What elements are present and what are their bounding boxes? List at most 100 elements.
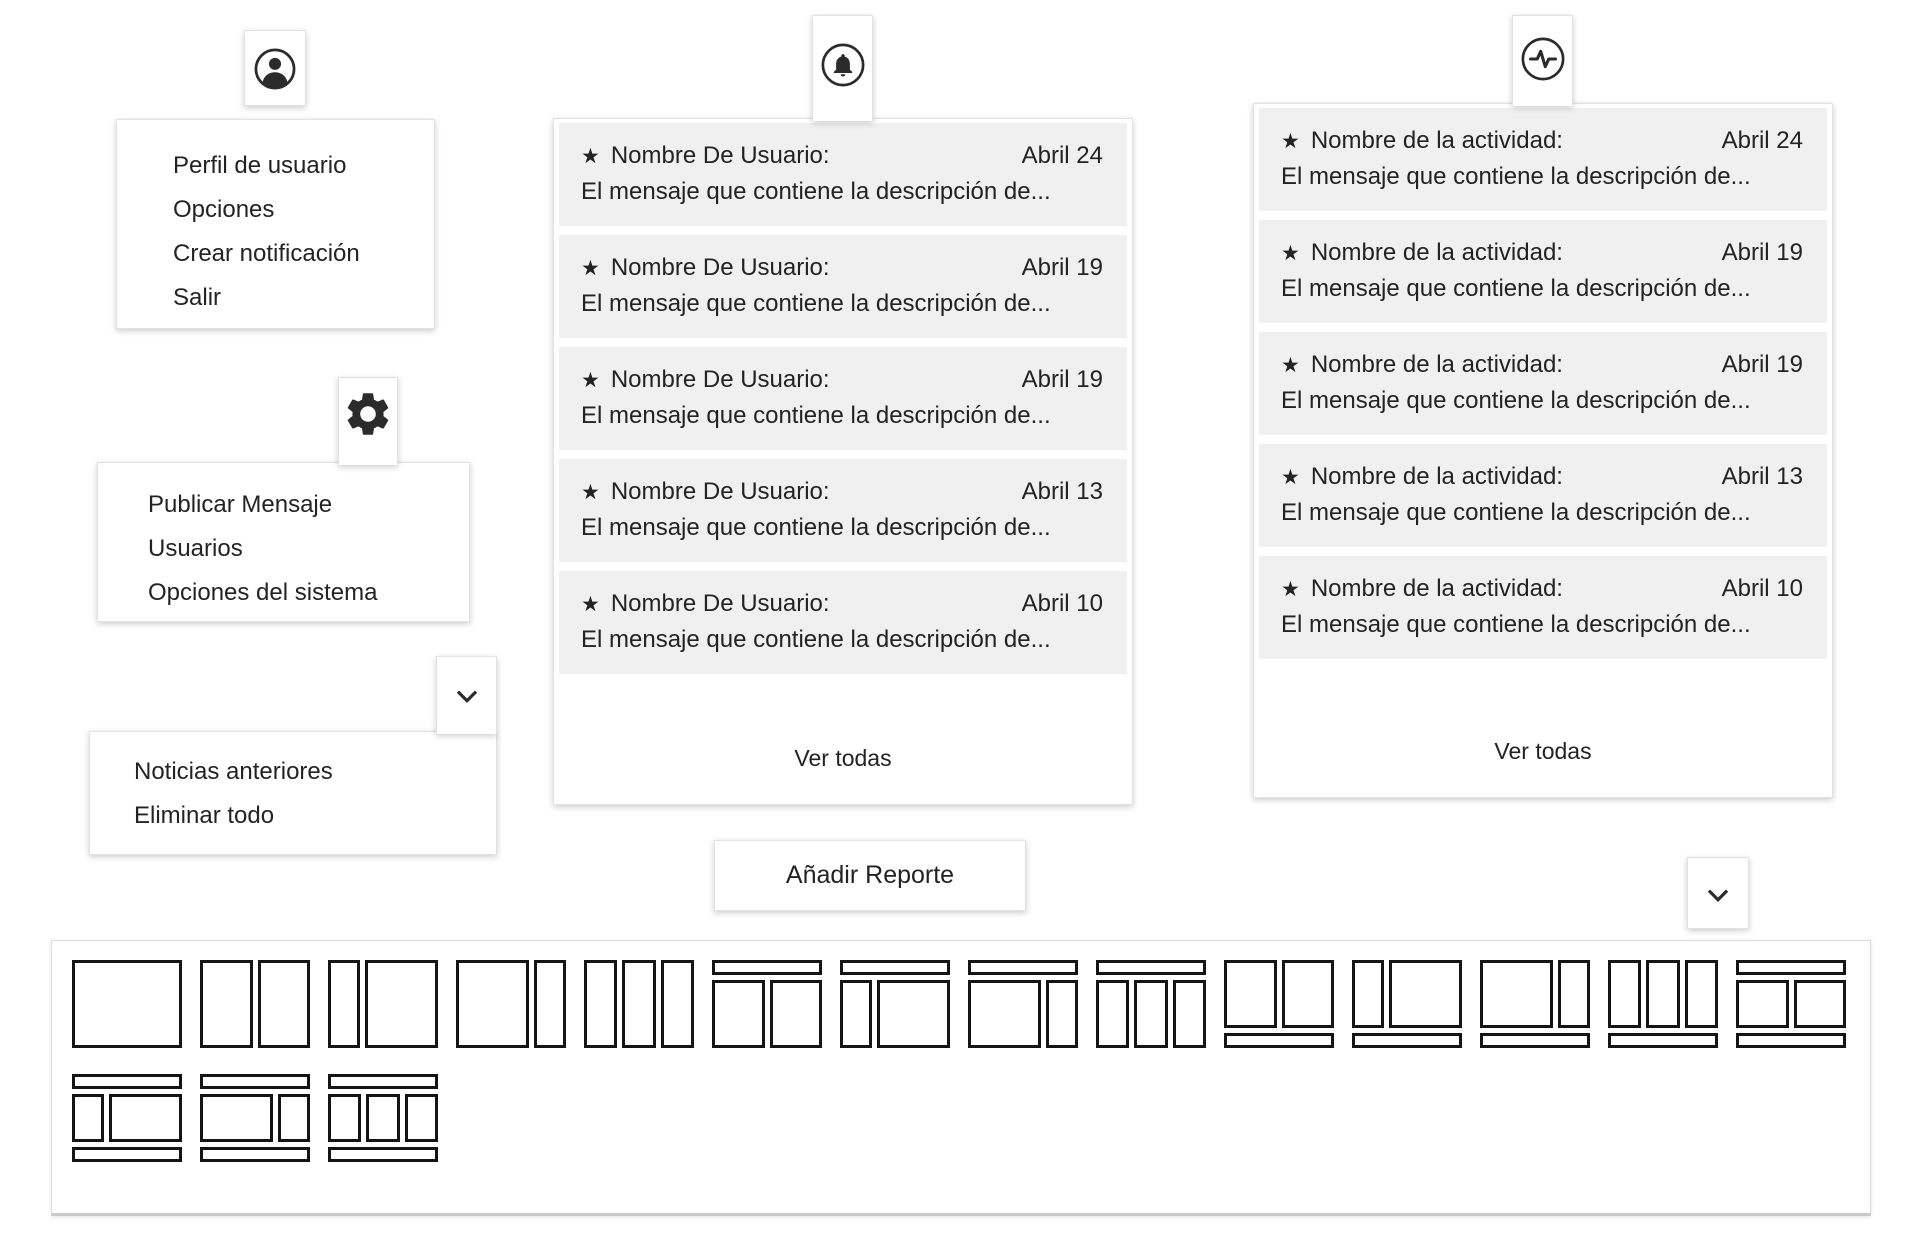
- item-title: Nombre de la actividad:: [1310, 463, 1563, 490]
- item-title: Nombre de la actividad:: [1310, 575, 1563, 602]
- layout-cell: [328, 1074, 438, 1089]
- item-message: El mensaje que contiene la descripción d…: [1281, 611, 1751, 638]
- layout-option-header-two-columns[interactable]: [712, 960, 822, 1048]
- layout-option-header-sidebar-left[interactable]: [840, 960, 950, 1048]
- layout-cell: [1134, 980, 1168, 1048]
- menu-item[interactable]: Opciones: [173, 196, 275, 223]
- star-icon: ★: [1281, 578, 1300, 601]
- list-item[interactable]: ★ Nombre De Usuario: Abril 19 El mensaje…: [559, 235, 1127, 338]
- layout-option-three-columns-footer[interactable]: [1608, 960, 1718, 1048]
- item-message: El mensaje que contiene la descripción d…: [581, 402, 1051, 429]
- item-message: El mensaje que contiene la descripción d…: [1281, 499, 1751, 526]
- layout-cell: [1224, 960, 1277, 1028]
- list-item[interactable]: ★ Nombre de la actividad: Abril 24 El me…: [1259, 108, 1827, 211]
- layout-option-two-columns[interactable]: [200, 960, 310, 1048]
- star-icon: ★: [581, 145, 600, 168]
- view-all-activity-link[interactable]: Ver todas: [1494, 738, 1592, 764]
- item-title: Nombre De Usuario:: [610, 478, 830, 505]
- item-title: Nombre de la actividad:: [1310, 127, 1563, 154]
- layout-option-sidebar-right[interactable]: [456, 960, 566, 1048]
- item-message: El mensaje que contiene la descripción d…: [581, 626, 1051, 653]
- item-message: El mensaje que contiene la descripción d…: [581, 178, 1051, 205]
- layout-cell: [257, 960, 310, 1048]
- layout-option-sidebar-left[interactable]: [328, 960, 438, 1048]
- layout-option-three-columns[interactable]: [584, 960, 694, 1048]
- list-item[interactable]: ★ Nombre De Usuario: Abril 10 El mensaje…: [559, 571, 1127, 674]
- settings-menu-button[interactable]: [338, 377, 398, 465]
- layout-cell: [1172, 980, 1206, 1048]
- activity-list: ★ Nombre de la actividad: Abril 24 El me…: [1259, 108, 1827, 668]
- notifications-list: ★ Nombre De Usuario: Abril 24 El mensaje…: [559, 123, 1127, 683]
- menu-item[interactable]: Opciones del sistema: [148, 579, 378, 606]
- layout-cell: [1352, 1033, 1462, 1048]
- star-icon: ★: [581, 369, 600, 392]
- item-date: Abril 10: [1721, 575, 1803, 602]
- list-item[interactable]: ★ Nombre De Usuario: Abril 24 El mensaje…: [559, 123, 1127, 226]
- item-title-row: ★ Nombre de la actividad: Abril 13: [1281, 460, 1803, 494]
- menu-item[interactable]: Crear notificación: [173, 240, 360, 267]
- layout-option-sidebar-left-footer[interactable]: [1352, 960, 1462, 1048]
- activity-panel: ★ Nombre de la actividad: Abril 24 El me…: [1253, 103, 1833, 798]
- layout-cell: [1736, 1033, 1846, 1048]
- list-item[interactable]: ★ Nombre de la actividad: Abril 13 El me…: [1259, 444, 1827, 547]
- layout-cell: [200, 960, 253, 1048]
- menu-item[interactable]: Eliminar todo: [134, 802, 275, 829]
- gear-icon: [347, 393, 389, 435]
- add-report-label: Añadir Reporte: [785, 861, 955, 889]
- notifications-panel: ★ Nombre De Usuario: Abril 24 El mensaje…: [553, 118, 1133, 805]
- layout-cell: [1388, 960, 1462, 1028]
- layout-cell: [1684, 960, 1718, 1028]
- star-icon: ★: [581, 257, 600, 280]
- layout-cell: [72, 1094, 104, 1142]
- layout-option-sidebar-right-footer[interactable]: [1480, 960, 1590, 1048]
- menu-item[interactable]: Usuarios: [148, 535, 243, 562]
- star-icon: ★: [1281, 354, 1300, 377]
- item-message: El mensaje que contiene la descripción d…: [581, 514, 1051, 541]
- menu-item[interactable]: Perfil de usuario: [173, 152, 347, 179]
- layout-option-header-sidebar-left-footer[interactable]: [72, 1074, 182, 1162]
- item-date: Abril 19: [1021, 254, 1103, 281]
- list-item[interactable]: ★ Nombre de la actividad: Abril 19 El me…: [1259, 332, 1827, 435]
- item-date: Abril 19: [1721, 351, 1803, 378]
- layout-option-header-sidebar-right[interactable]: [968, 960, 1078, 1048]
- activity-button[interactable]: [1512, 15, 1573, 106]
- view-all-notifications-link[interactable]: Ver todas: [794, 745, 892, 771]
- layout-cell: [876, 980, 950, 1048]
- layout-option-header-sidebar-right-footer[interactable]: [200, 1074, 310, 1162]
- layout-cell: [1736, 960, 1846, 975]
- list-item[interactable]: ★ Nombre De Usuario: Abril 19 El mensaje…: [559, 347, 1127, 450]
- layout-cell: [660, 960, 694, 1048]
- layout-cell: [1646, 960, 1680, 1028]
- layout-cell: [769, 980, 822, 1048]
- list-item[interactable]: ★ Nombre de la actividad: Abril 19 El me…: [1259, 220, 1827, 323]
- item-title-row: ★ Nombre De Usuario: Abril 24: [581, 139, 1103, 173]
- news-menu-button[interactable]: [436, 656, 497, 734]
- layout-cell: [72, 1074, 182, 1089]
- layout-option-header-three-columns[interactable]: [1096, 960, 1206, 1048]
- layout-cell: [712, 980, 765, 1048]
- layout-picker-toggle[interactable]: [1687, 857, 1749, 929]
- list-item[interactable]: ★ Nombre de la actividad: Abril 10 El me…: [1259, 556, 1827, 659]
- layout-grid: [72, 960, 1850, 1162]
- layout-cell: [840, 960, 950, 975]
- chevron-down-icon: [1707, 889, 1729, 902]
- menu-item[interactable]: Publicar Mensaje: [148, 491, 333, 518]
- layout-cell: [712, 960, 822, 975]
- add-report-button[interactable]: Añadir Reporte: [714, 840, 1026, 911]
- layout-option-two-columns-footer[interactable]: [1224, 960, 1334, 1048]
- list-item[interactable]: ★ Nombre De Usuario: Abril 13 El mensaje…: [559, 459, 1127, 562]
- menu-item[interactable]: Salir: [173, 284, 222, 311]
- layout-cell: [534, 960, 566, 1048]
- layout-cell: [108, 1094, 182, 1142]
- user-menu-button[interactable]: [244, 30, 306, 106]
- layout-option-header-two-columns-footer[interactable]: [1736, 960, 1846, 1048]
- layout-cell: [1558, 960, 1590, 1028]
- menu-item[interactable]: Noticias anteriores: [134, 758, 333, 785]
- layout-option-header-three-columns-footer[interactable]: [328, 1074, 438, 1162]
- notifications-button[interactable]: [812, 15, 873, 121]
- layout-option-single[interactable]: [72, 960, 182, 1048]
- layout-cell: [584, 960, 618, 1048]
- layout-cell: [278, 1094, 310, 1142]
